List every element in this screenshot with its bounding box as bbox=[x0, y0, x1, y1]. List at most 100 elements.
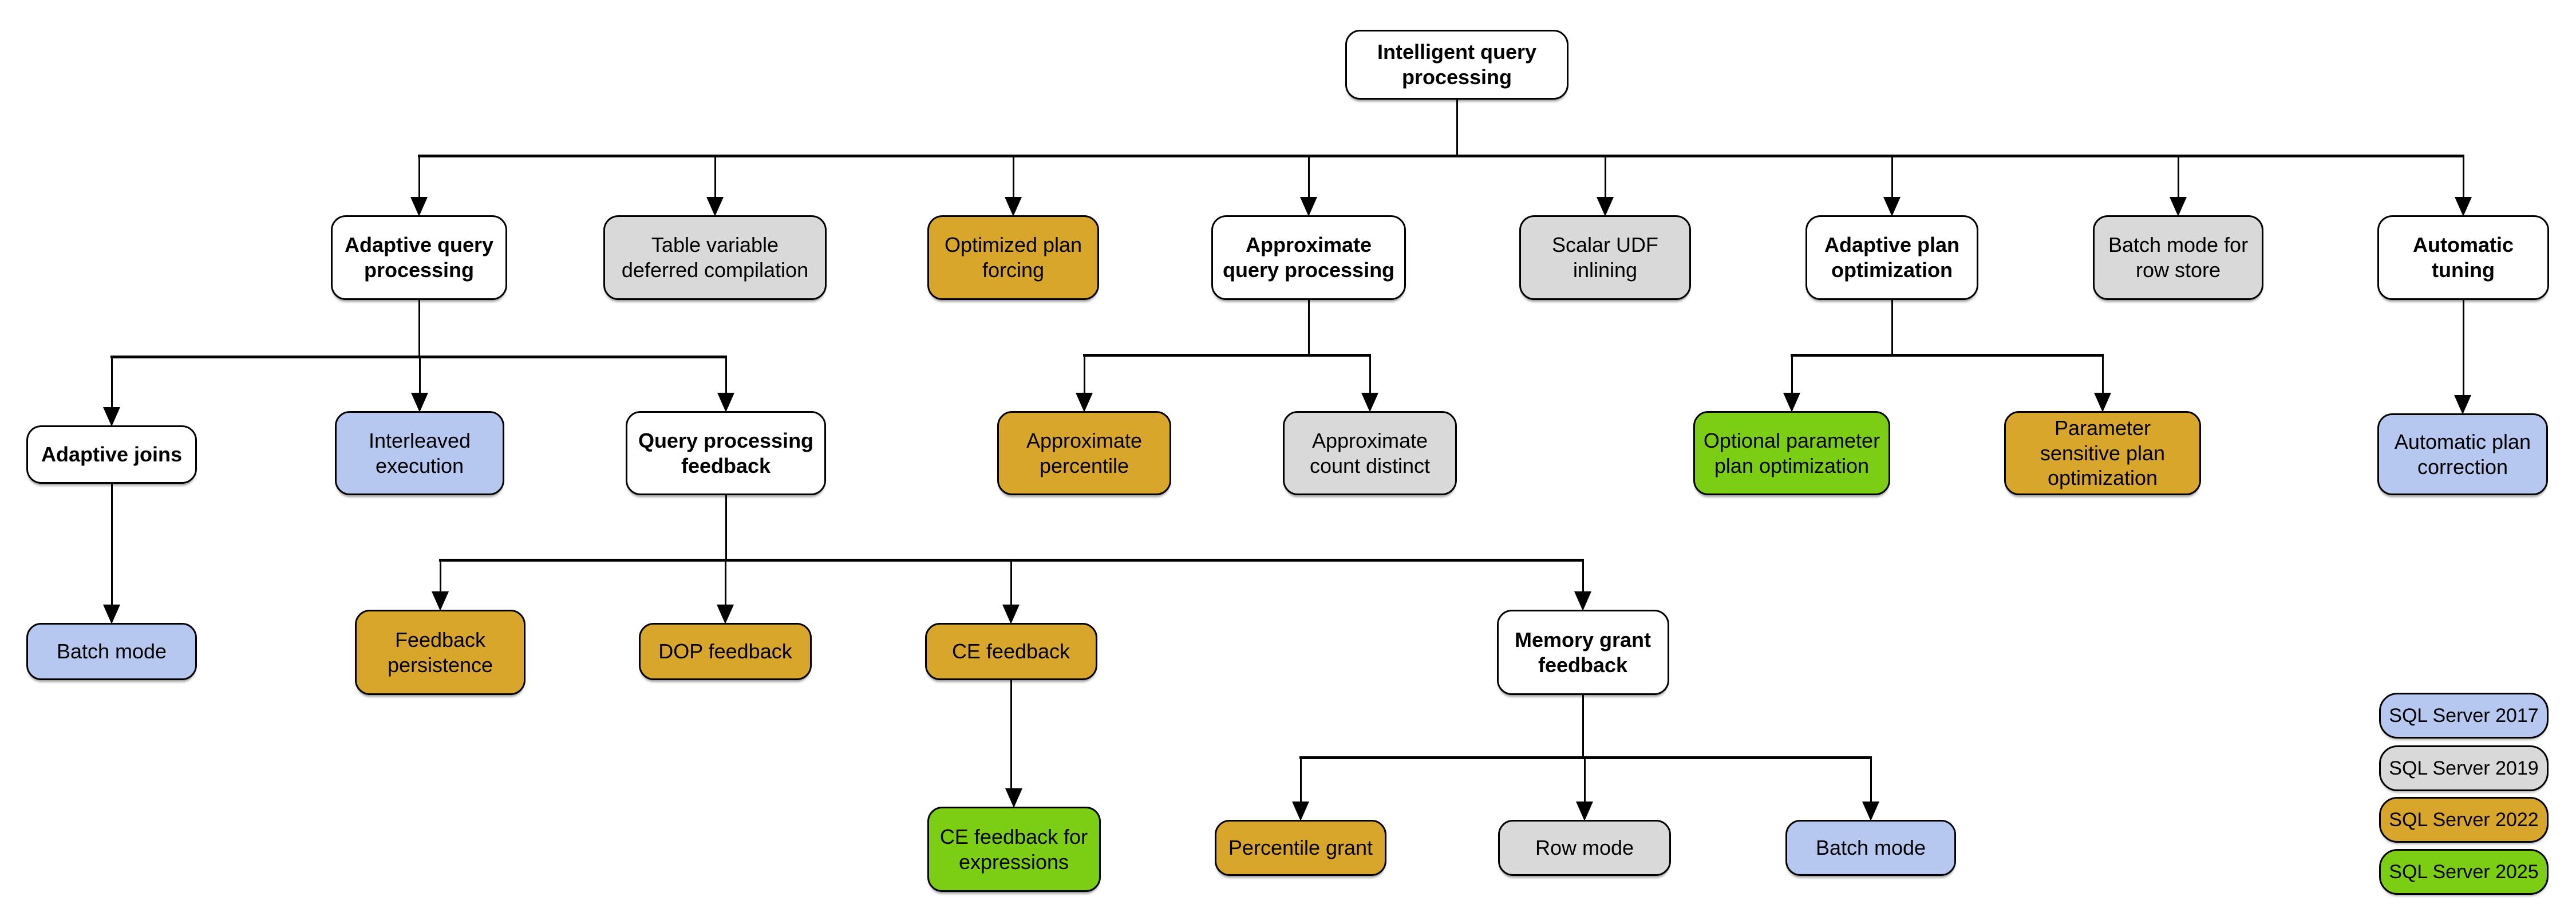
arrowhead-icon bbox=[1300, 197, 1317, 216]
node-label: Percentile grant bbox=[1228, 836, 1373, 860]
connector-drop-bmrs bbox=[2177, 156, 2179, 199]
arrowhead-icon bbox=[2170, 197, 2187, 216]
node-label: Table variable deferred compilation bbox=[621, 233, 809, 282]
node-aqproc: Approximate query processing bbox=[1211, 215, 1406, 300]
arrowhead-icon bbox=[1883, 197, 1901, 216]
arrowhead-icon bbox=[1292, 802, 1309, 821]
arrowhead-icon bbox=[2094, 393, 2111, 412]
connector-stem-root bbox=[1456, 98, 1458, 157]
arrowhead-icon bbox=[103, 605, 120, 624]
connector-drop-at bbox=[2462, 156, 2464, 199]
connector-bus-aqproc bbox=[1083, 354, 1371, 357]
legend-label: SQL Server 2017 bbox=[2389, 704, 2539, 727]
node-mgf: Memory grant feedback bbox=[1496, 610, 1669, 695]
connector-drop-acd bbox=[1369, 355, 1371, 395]
node-label: Memory grant feedback bbox=[1514, 627, 1652, 677]
node-label: Approximate query processing bbox=[1222, 233, 1395, 282]
node-label: CE feedback for expressions bbox=[939, 824, 1088, 874]
node-ie: Interleaved execution bbox=[335, 411, 504, 495]
node-label: Batch mode bbox=[1815, 836, 1926, 860]
arrowhead-icon bbox=[1576, 802, 1593, 821]
node-bm1: Batch mode bbox=[26, 623, 197, 680]
node-label: Batch mode bbox=[56, 639, 167, 664]
connector-bus-mgf bbox=[1299, 756, 1872, 759]
arrowhead-icon bbox=[410, 197, 428, 216]
node-fp: Feedback persistence bbox=[355, 610, 526, 695]
node-label: Parameter sensitive plan optimization bbox=[2040, 416, 2166, 490]
legend-label: SQL Server 2022 bbox=[2389, 808, 2539, 831]
connector-drop-aqp bbox=[418, 156, 420, 199]
node-label: Automatic tuning bbox=[2412, 233, 2514, 282]
connector-drop-pg bbox=[1299, 757, 1302, 804]
node-label: Batch mode for row store bbox=[2108, 233, 2249, 282]
connector-aj-bm1 bbox=[110, 483, 113, 607]
connector-drop-sudf bbox=[1604, 156, 1606, 199]
connector-drop-mgf bbox=[1582, 560, 1584, 594]
connector-drop-rm bbox=[1583, 757, 1586, 804]
connector-stem-aqproc bbox=[1307, 299, 1310, 356]
arrowhead-icon bbox=[411, 393, 428, 412]
legend-label: SQL Server 2025 bbox=[2389, 860, 2539, 883]
node-label: Automatic plan correction bbox=[2394, 429, 2531, 479]
node-tvdc: Table variable deferred compilation bbox=[603, 215, 827, 300]
node-label: Intelligent query processing bbox=[1377, 40, 1537, 89]
node-label: Feedback persistence bbox=[387, 627, 493, 677]
arrowhead-icon bbox=[432, 591, 449, 611]
legend-item-sql-server-2022: SQL Server 2022 bbox=[2379, 797, 2549, 843]
connector-bus-apo bbox=[1791, 354, 2104, 357]
legend-item-sql-server-2025: SQL Server 2025 bbox=[2379, 849, 2549, 895]
node-label: DOP feedback bbox=[658, 639, 792, 664]
arrowhead-icon bbox=[103, 407, 120, 427]
connector-drop-ie bbox=[418, 357, 421, 395]
node-label: Scalar UDF inlining bbox=[1551, 233, 1659, 282]
connector-drop-aj bbox=[110, 357, 113, 409]
node-pg: Percentile grant bbox=[1215, 820, 1386, 876]
node-aj: Adaptive joins bbox=[26, 425, 197, 484]
connector-stem-mgf bbox=[1582, 694, 1584, 759]
connector-drop-cef bbox=[1010, 560, 1012, 607]
node-label: CE feedback bbox=[951, 639, 1070, 664]
arrowhead-icon bbox=[1005, 197, 1022, 216]
node-opf: Optimized plan forcing bbox=[927, 215, 1099, 300]
node-oppo: Optional parameter plan optimization bbox=[1693, 411, 1890, 495]
node-at: Automatic tuning bbox=[2377, 215, 2549, 300]
arrowhead-icon bbox=[1597, 197, 1614, 216]
node-label: Approximate percentile bbox=[1026, 428, 1143, 477]
connector-drop-oppo bbox=[1791, 355, 1793, 395]
connector-drop-dopf bbox=[724, 560, 726, 607]
node-label: Adaptive query processing bbox=[344, 233, 494, 282]
connector-drop-fp bbox=[439, 560, 441, 594]
connector-drop-aqproc bbox=[1307, 156, 1310, 199]
legend-item-sql-server-2019: SQL Server 2019 bbox=[2379, 745, 2549, 791]
node-pspo: Parameter sensitive plan optimization bbox=[2004, 411, 2201, 495]
arrowhead-icon bbox=[706, 197, 724, 216]
connector-drop-apo bbox=[1891, 156, 1893, 199]
node-apc: Automatic plan correction bbox=[2377, 413, 2548, 495]
arrowhead-icon bbox=[2455, 197, 2472, 216]
arrowhead-icon bbox=[1002, 605, 1020, 624]
node-label: Optional parameter plan optimization bbox=[1703, 428, 1880, 477]
arrowhead-icon bbox=[1076, 393, 1093, 412]
node-bm2: Batch mode bbox=[1785, 820, 1956, 876]
node-cefe: CE feedback for expressions bbox=[927, 807, 1101, 892]
connector-bus-root bbox=[418, 155, 2464, 157]
node-label: Interleaved execution bbox=[368, 428, 471, 477]
node-cef: CE feedback bbox=[924, 623, 1097, 680]
arrowhead-icon bbox=[1361, 393, 1378, 412]
connector-drop-bm2 bbox=[1870, 757, 1872, 804]
connector-stem-qpf bbox=[725, 494, 727, 561]
arrowhead-icon bbox=[1574, 591, 1591, 611]
connector-drop-opf bbox=[1012, 156, 1014, 199]
node-label: Adaptive plan optimization bbox=[1824, 233, 1960, 282]
node-dopf: DOP feedback bbox=[639, 623, 812, 680]
node-sudf: Scalar UDF inlining bbox=[1519, 215, 1691, 300]
node-bmrs: Batch mode for row store bbox=[2093, 215, 2263, 300]
arrowhead-icon bbox=[1862, 802, 1879, 821]
arrowhead-icon bbox=[717, 393, 734, 412]
connector-drop-tvdc bbox=[714, 156, 716, 199]
arrowhead-icon bbox=[1005, 788, 1022, 808]
arrowhead-icon bbox=[717, 605, 734, 624]
connector-drop-ap bbox=[1083, 355, 1085, 395]
connector-stem-aqp bbox=[418, 299, 420, 358]
